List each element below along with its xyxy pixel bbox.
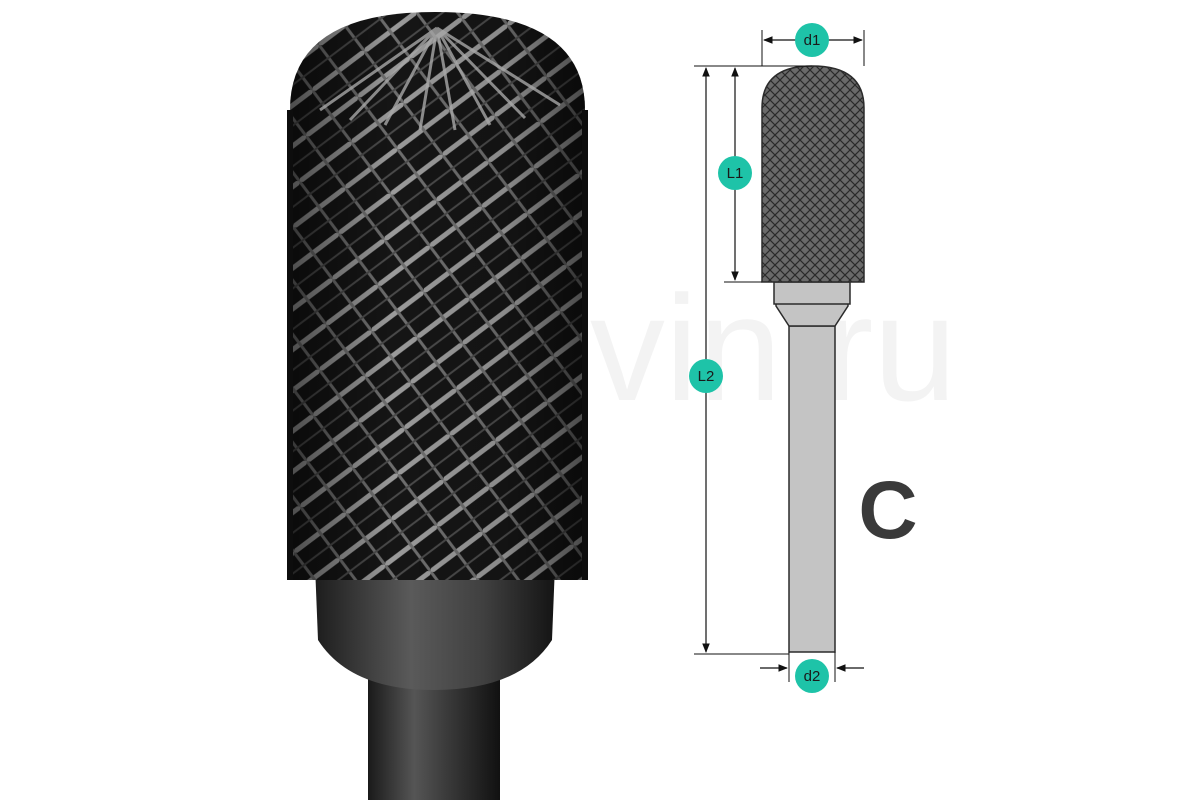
d1-label: d1: [804, 32, 821, 49]
burr-photo: [287, 12, 588, 800]
shape-code-letter: C: [858, 465, 917, 556]
drawing-neck: [775, 301, 849, 327]
photo-collar: [315, 565, 555, 690]
photo-cutting-head: [290, 12, 585, 580]
d2-label: d2: [804, 668, 821, 685]
L2-label: L2: [698, 368, 715, 385]
drawing-collar: [773, 281, 851, 305]
drawing-shank: [788, 325, 836, 653]
technical-drawing: d1 L1 L2 d2 C: [689, 23, 918, 693]
drawing-cutting-head: [761, 65, 865, 283]
L2-badge: L2: [689, 359, 723, 393]
L1-badge: L1: [718, 156, 752, 190]
L1-label: L1: [727, 165, 744, 182]
d1-badge: d1: [795, 23, 829, 57]
d2-badge: d2: [795, 659, 829, 693]
